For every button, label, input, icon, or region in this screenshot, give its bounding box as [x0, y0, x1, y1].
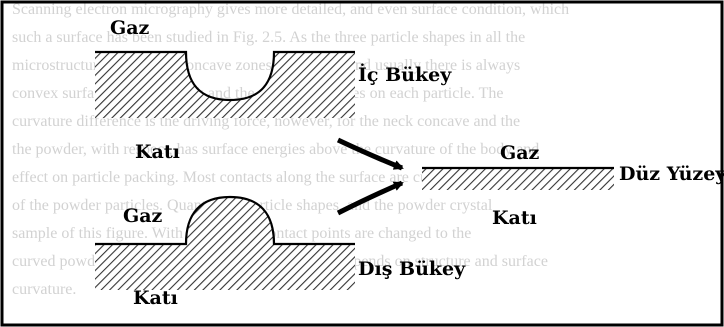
convex-surface-line: [95, 195, 355, 246]
flat-name-label: Düz Yüzey: [619, 163, 724, 185]
convex-gas-label: Gaz: [123, 205, 163, 227]
convex-solid-region: [95, 197, 355, 290]
transition-arrows: [336, 137, 404, 216]
background-text-line: curvature.: [12, 281, 76, 298]
concave-solid-region: [95, 52, 355, 118]
concave-gas-label: Gaz: [110, 17, 150, 39]
flat-gas-label: Gaz: [500, 142, 540, 164]
convex-name-label: Dış Bükey: [358, 258, 466, 280]
background-text-line: the powder, with respect, has surface en…: [12, 141, 539, 158]
concave-surface: Gaz Katı İç Bükey: [95, 17, 452, 163]
concave-surface-line: [95, 50, 355, 102]
background-text-line: Scanning electron micrography gives more…: [12, 1, 569, 18]
convex-surface: Gaz Katı Dış Bükey: [95, 195, 466, 309]
convex-solid-label: Katı: [133, 287, 178, 309]
flat-surface: Gaz Katı Düz Yüzey: [422, 142, 724, 229]
arrow-concave-to-flat: [336, 137, 404, 171]
flat-solid-label: Katı: [492, 207, 537, 229]
background-text-line: such a surface has been studied in Fig. …: [12, 29, 525, 46]
arrow-convex-to-flat: [336, 180, 404, 216]
flat-solid-region: [422, 168, 614, 190]
concave-solid-label: Katı: [135, 141, 180, 163]
concave-name-label: İç Bükey: [358, 63, 452, 86]
